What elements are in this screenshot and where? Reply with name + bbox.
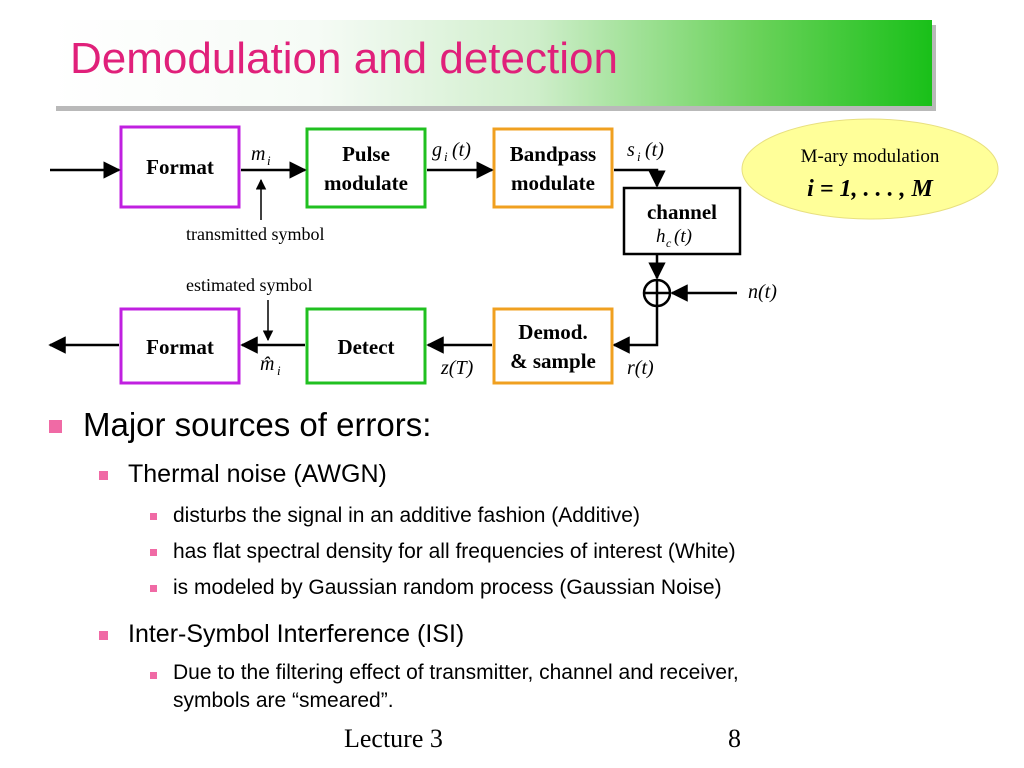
- slide-title: Demodulation and detection: [70, 34, 618, 83]
- demod-sample-block: [492, 307, 614, 385]
- bandpass-modulate-label-2: modulate: [511, 171, 595, 195]
- bullet-level2: Thermal noise (AWGN): [128, 460, 387, 488]
- signal-s-i-arg: (t): [645, 139, 664, 161]
- channel-response-sub: c: [666, 236, 672, 250]
- signal-m-hat-i-sub: i: [277, 363, 281, 378]
- pulse-modulate-block: [305, 127, 427, 209]
- bullet-level3: has flat spectral density for all freque…: [173, 540, 736, 563]
- estimated-symbol-label: estimated symbol: [186, 275, 312, 295]
- demod-sample-label-2: & sample: [510, 349, 596, 373]
- format-rx-block: [119, 307, 241, 385]
- bullet-level3: is modeled by Gaussian random process (G…: [173, 576, 722, 599]
- signal-m-i-sub: i: [267, 153, 271, 168]
- signal-s-i-sub: i: [637, 149, 641, 164]
- mary-callout: [741, 118, 999, 220]
- signal-s-i: s: [627, 139, 635, 161]
- bullet-marker: [150, 585, 157, 592]
- bullet-marker: [99, 631, 108, 640]
- bullet-level3: disturbs the signal in an additive fashi…: [173, 504, 640, 527]
- detect-block: [305, 307, 427, 385]
- bullet-level3-continued: symbols are “smeared”.: [173, 689, 394, 712]
- signal-m-i: m: [251, 143, 265, 165]
- format-tx-label: Format: [146, 155, 214, 179]
- signal-n-t: n(t): [748, 281, 777, 303]
- format-rx-label: Format: [146, 335, 214, 359]
- bullet-level2: Inter-Symbol Interference (ISI): [128, 620, 465, 648]
- footer-lecture: Lecture 3: [344, 724, 443, 753]
- transmitted-symbol-label: transmitted symbol: [186, 224, 325, 244]
- pulse-modulate-label-1: Pulse: [342, 142, 390, 166]
- signal-g-i-sub: i: [444, 149, 448, 164]
- pulse-modulate-label-2: modulate: [324, 171, 408, 195]
- footer-page-number: 8: [728, 724, 741, 753]
- title-bar: Demodulation and detection: [52, 20, 932, 106]
- bullet-level3: Due to the filtering effect of transmitt…: [173, 661, 739, 684]
- demod-sample-label-1: Demod.: [518, 320, 587, 344]
- channel-response-arg: (t): [674, 226, 692, 247]
- detect-label: Detect: [337, 335, 394, 359]
- arrow-adder-to-demod: [612, 306, 659, 354]
- format-tx-block: [119, 125, 241, 209]
- block-diagram: M-ary modulation i = 1, . . . , M Format…: [48, 118, 999, 385]
- mary-callout-formula: i = 1, . . . , M: [807, 176, 934, 202]
- channel-response-h: h: [656, 226, 666, 247]
- bullet-marker: [99, 471, 108, 480]
- bullet-marker: [150, 549, 157, 556]
- channel-block: [622, 186, 742, 256]
- signal-g-i: g: [432, 139, 442, 161]
- bandpass-modulate-label-1: Bandpass: [510, 142, 596, 166]
- bullet-marker: [150, 513, 157, 520]
- signal-g-i-arg: (t): [452, 139, 471, 161]
- channel-label: channel: [647, 200, 717, 224]
- bandpass-modulate-block: [492, 127, 614, 209]
- signal-r-t: r(t): [627, 357, 654, 379]
- arrow-bandpass-to-channel: [614, 168, 666, 188]
- signal-z-T: z(T): [440, 357, 474, 379]
- mary-callout-title: M-ary modulation: [801, 146, 940, 167]
- bullet-marker: [49, 420, 62, 433]
- bullet-level1: Major sources of errors:: [83, 406, 432, 443]
- signal-m-hat-i: m̂: [260, 353, 274, 375]
- bullet-marker: [150, 672, 157, 679]
